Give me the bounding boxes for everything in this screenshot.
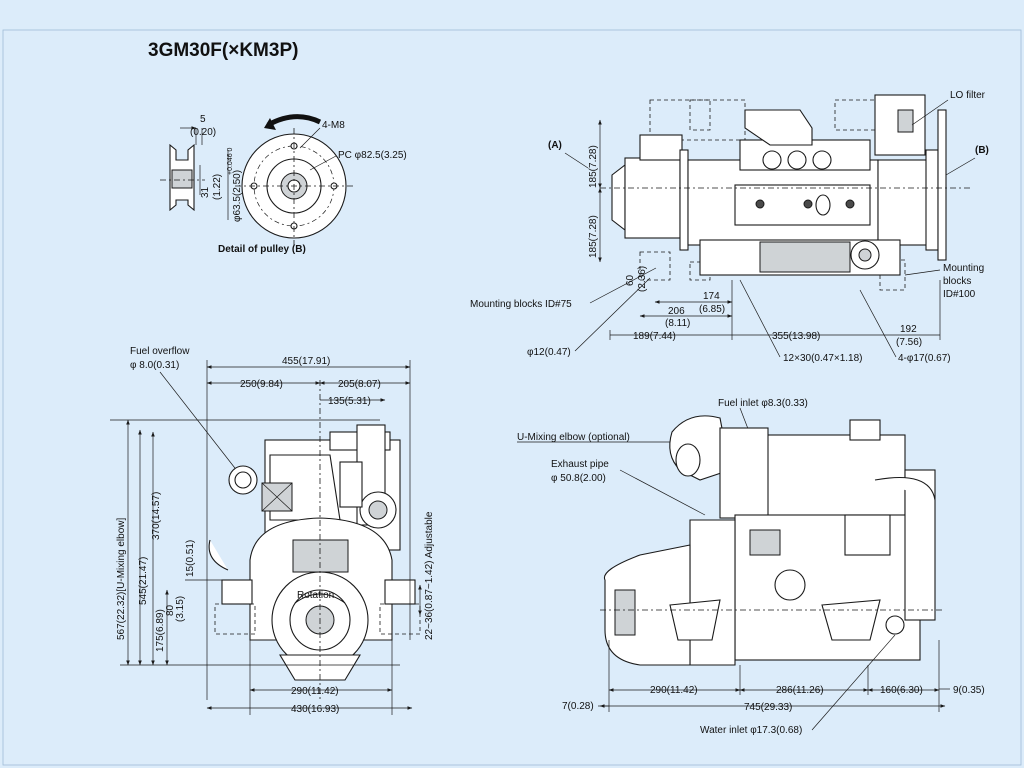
top-dim-185b: 185(7.28)	[588, 215, 599, 258]
rotation-label: Rotation	[297, 590, 334, 601]
top-dim-phi17: 4-φ17(0.67)	[898, 353, 951, 364]
mounting-blocks-left: Mounting blocks ID#75	[470, 299, 572, 310]
fuel-overflow-label: Fuel overflow	[130, 346, 190, 357]
front-dim-135: 135(5.31)	[328, 396, 371, 407]
top-dim-685: (6.85)	[699, 304, 725, 315]
lo-filter-label: LO filter	[950, 90, 986, 101]
water-inlet-label: Water inlet φ17.3(0.68)	[700, 725, 802, 736]
engine-side-view: Fuel inlet φ8.3(0.33) U-Mixing elbow (op…	[517, 398, 985, 736]
front-dim-250: 250(9.84)	[240, 379, 283, 390]
top-dim-355: 355(13.98)	[772, 331, 820, 342]
front-dim-567: 567(22.32)[U-Mixing elbow]	[116, 517, 127, 640]
side-dim-7: 7(0.28)	[562, 701, 594, 712]
pulley-dim-5: 5	[200, 114, 206, 125]
pulley-dim-635: φ63.5(2.50)	[232, 170, 243, 222]
top-dim-189: 189(7.44)	[633, 331, 676, 342]
top-dim-60: 60	[625, 274, 636, 286]
pulley-bolt-label: 4-M8	[322, 120, 345, 131]
exhaust-pipe-label: Exhaust pipe	[551, 459, 609, 470]
top-view-label-b: (B)	[975, 145, 989, 156]
page-title: 3GM30F(×KM3P)	[148, 40, 298, 61]
side-dim-290: 290(11.42)	[650, 685, 698, 696]
pulley-dim-020: (0.20)	[190, 127, 216, 138]
fuel-inlet-label: Fuel inlet φ8.3(0.33)	[718, 398, 808, 409]
mounting-blocks-right-2: blocks	[943, 276, 971, 287]
front-dim-290: 290(11.42)	[291, 686, 339, 697]
pulley-dim-31: 31	[200, 186, 211, 198]
top-dim-756: (7.56)	[896, 337, 922, 348]
engine-front-view: Fuel overflow φ 8.0(0.31) Rotation 455	[110, 346, 435, 715]
mounting-blocks-right-1: Mounting	[943, 263, 984, 274]
front-dim-370: 370(14.57)	[151, 492, 162, 540]
top-dim-206: 206	[668, 306, 685, 317]
front-dim-15: 15(0.51)	[185, 540, 196, 577]
front-dim-315: (3.15)	[175, 596, 186, 622]
mounting-blocks-right-3: ID#100	[943, 289, 976, 300]
side-dim-286: 286(11.26)	[776, 685, 824, 696]
top-dim-174: 174	[703, 291, 720, 302]
top-dim-185a: 185(7.28)	[588, 145, 599, 188]
exhaust-pipe-dim: φ 50.8(2.00)	[551, 473, 606, 484]
pulley-dim-122: (1.22)	[212, 174, 223, 200]
side-dim-745: 745(29.33)	[744, 702, 792, 713]
pulley-detail-caption: Detail of pulley (B)	[218, 244, 306, 255]
side-dim-160: 160(6.30)	[880, 685, 923, 696]
front-dim-455: 455(17.91)	[282, 356, 330, 367]
top-dim-811: (8.11)	[665, 318, 690, 329]
top-dim-236: (2.36)	[637, 266, 648, 292]
top-view-label-a: (A)	[548, 140, 562, 151]
front-dim-175: 175(6.89)	[155, 609, 166, 652]
front-dim-545: 545(21.47)	[138, 557, 149, 605]
u-mixing-elbow-label: U-Mixing elbow (optional)	[517, 432, 630, 443]
pulley-pc-label: PC φ82.5(3.25)	[338, 150, 407, 161]
pulley-detail: 5 (0.20) 31 (1.22) φ63.5(2.50) +0.046 0 …	[160, 114, 407, 255]
engine-top-view: (A) (B) LO filter Mounting blocks ID#100…	[470, 90, 989, 364]
front-dim-adjustable: 22~36(0.87~1.42) Adjustable	[424, 511, 435, 640]
top-dim-phi12: φ12(0.47)	[527, 347, 571, 358]
front-dim-80: 80	[165, 604, 176, 616]
top-dim-slot: 12×30(0.47×1.18)	[783, 353, 863, 364]
sheet-frame	[2, 29, 1022, 766]
fuel-overflow-dim: φ 8.0(0.31)	[130, 360, 179, 371]
pulley-tolerance: +0.046 0	[227, 147, 234, 175]
front-dim-205: 205(8.07)	[338, 379, 381, 390]
top-dim-192: 192	[900, 324, 917, 335]
front-dim-430: 430(16.93)	[291, 704, 339, 715]
side-dim-9: 9(0.35)	[953, 685, 985, 696]
